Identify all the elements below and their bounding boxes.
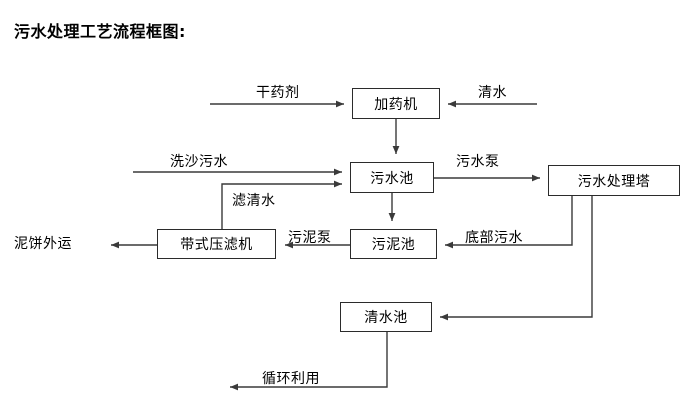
edge-filtrate-to-sewage-pool (221, 180, 342, 229)
label-filtrate-clear-water: 滤清水 (232, 193, 276, 209)
node-sludge-pool[interactable]: 污泥池 (350, 229, 437, 259)
edge-tower-to-clear-water-pool (440, 196, 593, 321)
edge-tower-to-sludge-pool (445, 196, 573, 249)
node-belt-filter-press[interactable]: 带式压滤机 (157, 229, 276, 259)
label-clean-water-input: 清水 (478, 85, 507, 101)
node-dosing-machine[interactable]: 加药机 (352, 88, 440, 119)
node-label: 带式压滤机 (180, 237, 253, 253)
label-sewage-pump: 污水泵 (456, 154, 500, 170)
node-label: 污泥池 (371, 237, 416, 253)
label-bottom-sewage: 底部污水 (465, 230, 523, 246)
node-label: 清水池 (364, 310, 408, 326)
node-clear-water-pool[interactable]: 清水池 (340, 302, 432, 332)
label-sludge-pump: 污泥泵 (288, 230, 332, 246)
node-label: 污水池 (370, 170, 414, 187)
label-recycle-reuse: 循环利用 (262, 371, 320, 387)
page-title: 污水处理工艺流程框图: (14, 22, 186, 41)
node-label: 污水处理塔 (577, 173, 651, 190)
node-sewage-pool[interactable]: 污水池 (350, 162, 434, 193)
node-label: 加药机 (374, 96, 418, 113)
edge-clear-water-pool-to-reuse (230, 332, 388, 391)
label-mud-cake-out: 泥饼外运 (14, 236, 72, 252)
label-dry-chemical: 干药剂 (256, 85, 300, 101)
node-treatment-tower[interactable]: 污水处理塔 (548, 165, 680, 196)
label-sand-wash-sewage: 洗沙污水 (170, 154, 228, 170)
